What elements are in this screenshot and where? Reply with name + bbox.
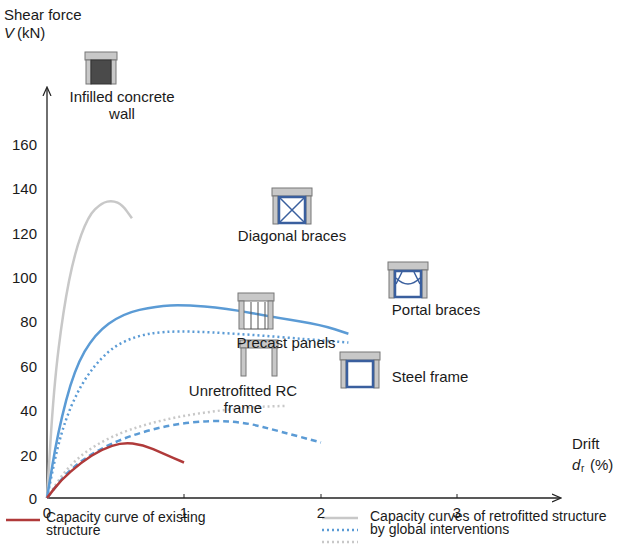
capacity-curves bbox=[47, 201, 348, 498]
curve-label: Steel frame bbox=[392, 368, 469, 385]
axis-title: Shear force bbox=[4, 6, 82, 23]
y-axis bbox=[46, 88, 47, 498]
capacity-curve bbox=[47, 332, 348, 499]
capacity-curve bbox=[47, 201, 132, 498]
tick-label: 60 bbox=[20, 358, 37, 375]
portal-braces-icon bbox=[388, 262, 428, 298]
legend-line-dotted bbox=[322, 529, 358, 532]
tick-label: 80 bbox=[20, 313, 37, 330]
tick-label: 100 bbox=[12, 269, 37, 286]
legend-line-grey-dotted bbox=[322, 541, 358, 544]
tick-label: 40 bbox=[20, 402, 37, 419]
capacity-curve bbox=[47, 421, 321, 498]
axis-symbol: d bbox=[572, 456, 580, 473]
capacity-curve bbox=[47, 406, 287, 498]
legend-text: Capacity curves of retrofitted structure… bbox=[370, 510, 610, 536]
curve-label: Diagonal braces bbox=[238, 227, 346, 244]
tick-label: 0 bbox=[29, 490, 37, 507]
tick-label: 160 bbox=[12, 136, 37, 153]
axis-unit: (kN) bbox=[17, 24, 45, 41]
capacity-curve bbox=[47, 443, 184, 498]
diagonal-braces-icon bbox=[272, 188, 312, 224]
curve-label: Precast panels bbox=[236, 334, 335, 351]
steel-frame-icon bbox=[340, 352, 380, 388]
tick-label: 2 bbox=[317, 504, 325, 521]
tick-label: 120 bbox=[12, 225, 37, 242]
x-ticks bbox=[184, 494, 457, 498]
axis-symbol: V bbox=[4, 24, 14, 41]
capacity-curve bbox=[47, 305, 348, 498]
axis-subscript: r bbox=[581, 463, 584, 475]
x-axis bbox=[47, 497, 560, 498]
axis-unit: (%) bbox=[590, 456, 613, 473]
curve-label: Portal braces bbox=[392, 301, 480, 318]
tick-label: 140 bbox=[12, 180, 37, 197]
precast-panels-icon bbox=[238, 293, 274, 329]
legend-line-red bbox=[6, 519, 40, 522]
legend-text: Capacity curve of existing structure bbox=[46, 511, 256, 537]
curve-label: Infilled concrete wall bbox=[57, 88, 187, 122]
tick-label: 20 bbox=[20, 447, 37, 464]
curve-label: Unretrofitted RC frame bbox=[188, 382, 298, 416]
axis-title: Drift bbox=[572, 435, 600, 452]
infilled-wall-icon bbox=[85, 52, 117, 84]
legend-line-grey bbox=[322, 517, 358, 520]
